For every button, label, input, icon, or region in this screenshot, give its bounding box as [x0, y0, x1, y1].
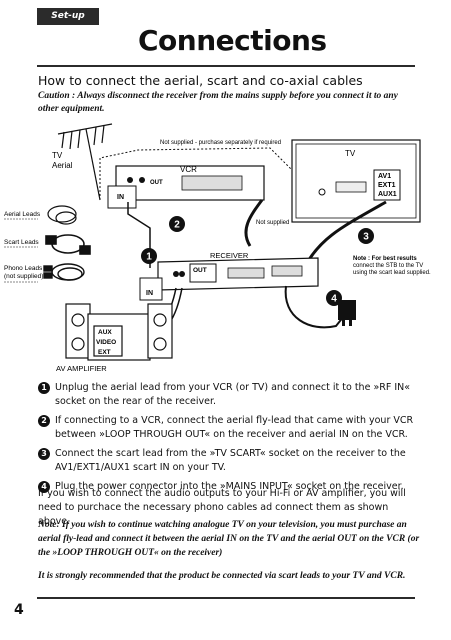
- page-number: 4: [14, 602, 24, 618]
- phono-leads-label-1: Phono Leads: [4, 265, 43, 272]
- recommend-paragraph: It is strongly recommended that the prod…: [38, 571, 406, 581]
- tv-label: TV: [345, 149, 356, 158]
- step-list: 1 Unplug the aerial lead from your VCR (…: [38, 381, 420, 499]
- step-text: Plug the power connector into the »MAINS…: [55, 481, 404, 492]
- title-rule: [37, 65, 415, 67]
- callout-3: 3: [358, 228, 374, 244]
- caution-text: Caution : Always disconnect the receiver…: [38, 91, 398, 114]
- vcr-device: [107, 165, 265, 209]
- aerial-leads-icon: [47, 205, 77, 225]
- step-item: 1 Unplug the aerial lead from your VCR (…: [38, 381, 420, 409]
- step-number: 2: [38, 415, 50, 427]
- tv-aux1-label: AUX1: [378, 191, 397, 198]
- tv-aerial-label-2: Aerial: [52, 161, 73, 170]
- scart-leads-icon: [45, 234, 91, 255]
- aerial-leads-label: Aerial Leads: [4, 211, 41, 218]
- not-supplied-purchase-label: Not supplied - purchase separately if re…: [160, 140, 281, 146]
- tv-ext1-label: EXT1: [378, 182, 396, 189]
- callout-2: 2: [169, 216, 185, 232]
- svg-text:4: 4: [331, 294, 337, 305]
- amp-aux-label: AUX: [98, 329, 112, 336]
- av-amplifier-device: [65, 303, 173, 361]
- phono-leads-icon: [43, 263, 85, 281]
- bottom-rule: [37, 597, 415, 599]
- receiver-out-label: OUT: [193, 267, 207, 274]
- connection-diagram: TV Aerial Not supplied - purchase separa…: [4, 123, 431, 373]
- tv-device: [291, 139, 421, 223]
- vcr-in-label: IN: [117, 194, 124, 201]
- vcr-out-label: OUT: [150, 180, 163, 186]
- note-paragraph: Note: If you wish to continue watching a…: [38, 520, 420, 558]
- amp-ext-label: EXT: [98, 349, 111, 356]
- aerial-dashed-lead: [99, 147, 293, 200]
- step-item: 3 Connect the scart lead from the »TV SC…: [38, 447, 420, 475]
- step-text: If connecting to a VCR, connect the aeri…: [55, 415, 414, 440]
- aerial-lead: [127, 202, 151, 268]
- vcr-label: VCR: [180, 165, 197, 174]
- section-heading: How to connect the aerial, scart and co-…: [38, 73, 363, 88]
- scart-cable-vcr: [244, 199, 264, 247]
- callout-1: 1: [141, 248, 157, 264]
- mains-plug-icon: [338, 300, 356, 326]
- tv-av1-label: AV1: [378, 173, 391, 180]
- scart-leads-label: Scart Leads: [4, 239, 39, 246]
- amplifier-label: AV AMPLIFIER: [56, 364, 107, 373]
- diagram-note-1: Note : For best results: [353, 256, 417, 262]
- audio-paragraph: If you wish to connect the audio outputs…: [38, 488, 406, 527]
- svg-text:2: 2: [174, 220, 180, 231]
- receiver-label: RECEIVER: [210, 251, 249, 260]
- step-text: Unplug the aerial lead from your VCR (or…: [55, 382, 411, 407]
- svg-text:1: 1: [146, 252, 152, 263]
- svg-text:3: 3: [363, 232, 369, 243]
- step-number: 4: [38, 481, 50, 493]
- amp-video-label: VIDEO: [96, 339, 116, 346]
- section-tab: Set-up: [37, 8, 99, 25]
- receiver-in-label: IN: [146, 290, 153, 297]
- power-cable: [284, 285, 345, 329]
- receiver-device: [139, 257, 319, 301]
- step-number: 3: [38, 448, 50, 460]
- page-title: Connections: [138, 24, 327, 57]
- diagram-note-3: using the scart lead supplied.: [353, 270, 431, 276]
- diagram-note-2: connect the STB to the TV: [353, 263, 423, 269]
- tv-aerial-label-1: TV: [52, 151, 63, 160]
- tv-aerial-icon: [57, 123, 113, 201]
- step-text: Connect the scart lead from the »TV SCAR…: [55, 448, 406, 473]
- step-item: 4 Plug the power connector into the »MAI…: [38, 480, 420, 494]
- not-supplied-label: Not supplied: [256, 220, 289, 226]
- step-number: 1: [38, 382, 50, 394]
- phono-leads-label-2: (not supplied): [4, 273, 43, 280]
- step-item: 2 If connecting to a VCR, connect the ae…: [38, 414, 420, 442]
